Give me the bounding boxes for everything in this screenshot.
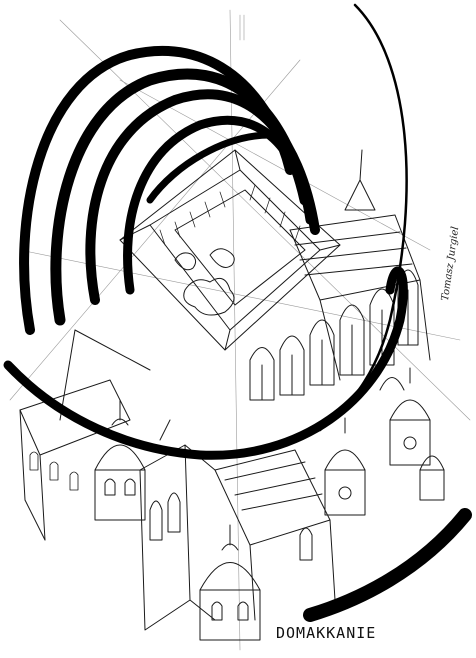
cloister-courtyard (119, 149, 341, 351)
swirl-5 (146, 131, 274, 204)
left-dome-chapel (94, 399, 146, 521)
lower-right-stroke (303, 508, 472, 622)
lower-roofs (214, 449, 336, 621)
big-arc (3, 266, 408, 460)
nave-roof (289, 149, 431, 381)
brush-strokes (3, 3, 472, 622)
bottom-dome-chapel (199, 524, 261, 641)
artwork-caption: DOMAKKANIE (276, 624, 377, 642)
outer-loop (318, 3, 408, 432)
left-wing (19, 329, 151, 541)
swirl-4 (123, 115, 315, 295)
right-dome-chapels (324, 367, 445, 516)
